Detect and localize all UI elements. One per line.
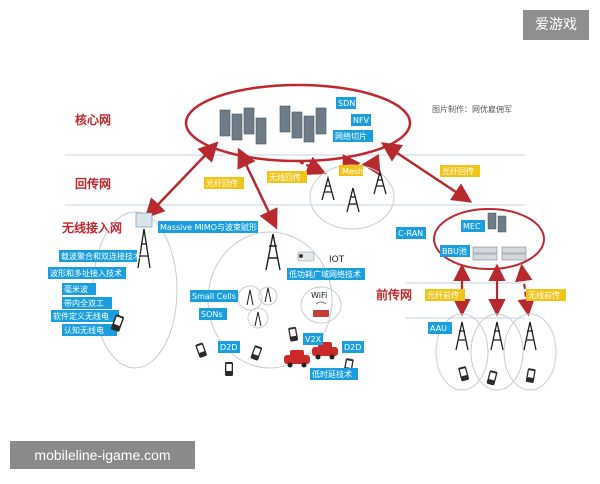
layer-backhaul: 回传网: [75, 176, 111, 191]
label-sons: SONs: [201, 310, 223, 319]
core-servers: [219, 105, 327, 145]
image-credit: 图片制作：网优雇佣军: [432, 104, 512, 114]
phone-icon: [486, 370, 498, 386]
iot-camera-icon: [297, 251, 315, 262]
tech-item: 载波聚合和双连接技术: [61, 251, 141, 261]
label-d2d-right: D2D: [344, 343, 361, 352]
tech-item: 波形和多址接入技术: [50, 268, 122, 278]
label-low-latency: 低时延技术: [312, 369, 352, 379]
brand-watermark: 爱游戏: [523, 10, 589, 40]
center-tower-icon: [265, 233, 281, 271]
link-fiber-backhaul-left: 光纤回传: [206, 178, 238, 188]
site-watermark: mobileline-igame.com: [10, 441, 195, 469]
wifi-zone: [300, 286, 342, 324]
tech-item: 毫米波: [64, 284, 88, 294]
massive-mimo-tower-icon: [137, 228, 151, 269]
aau-towers: [455, 321, 537, 351]
ran-left-ellipse: [92, 211, 178, 369]
small-cell-towers: [246, 287, 272, 327]
wifi-router-icon: [313, 301, 329, 317]
link-fiber-backhaul-right: 光纤回传: [442, 166, 474, 176]
label-iot: IOT: [329, 255, 345, 265]
link-wireless-fronthaul: 无线前传: [528, 290, 560, 300]
phone-icon: [525, 368, 536, 383]
core-network-ellipse: [184, 83, 412, 163]
tag-nfv: NFV: [353, 116, 370, 125]
mesh-towers: [321, 169, 387, 213]
label-v2x: V2X: [305, 335, 322, 344]
phone-icon: [250, 345, 263, 361]
fronthaul-arrows: [453, 263, 535, 317]
layer-fronthaul: 前传网: [376, 287, 412, 302]
layer-core: 核心网: [75, 112, 111, 127]
phone-icon: [225, 362, 233, 376]
massive-mimo-array-icon: [135, 212, 153, 228]
link-wireless-backhaul: 无线回传: [269, 172, 301, 182]
mec-servers: [487, 212, 507, 233]
car-icon: [284, 350, 310, 368]
tech-list: 载波聚合和双连接技术 波形和多址接入技术 毫米波 带内全双工 软件定义无线电 认…: [48, 250, 141, 336]
core-tags: SDN NFV 网络切片: [333, 97, 373, 142]
tag-slicing: 网络切片: [335, 131, 367, 141]
phone-icon: [195, 342, 207, 358]
tech-item: 带内全双工: [64, 298, 104, 308]
phone-left-icon: [110, 314, 125, 332]
label-mec: MEC: [463, 222, 481, 231]
aau-cells: [435, 313, 557, 391]
tech-item: 认知无线电: [64, 325, 104, 335]
label-bbu-pool: BBU池: [442, 246, 467, 256]
link-fiber-fronthaul: 光纤前传: [427, 290, 459, 300]
label-aau: AAU: [430, 324, 447, 333]
label-massive-mimo: Massive MIMO与波束赋形: [160, 222, 257, 232]
label-lpwan: 低功耗广域网络技术: [289, 269, 361, 279]
label-d2d-left: D2D: [220, 343, 237, 352]
tech-item: 软件定义无线电: [53, 311, 109, 321]
tag-sdn: SDN: [338, 99, 355, 108]
phone-icon: [288, 326, 299, 342]
layer-ran: 无线接入网: [61, 220, 122, 235]
small-cells: [237, 285, 278, 329]
label-cran: C-RAN: [398, 229, 423, 238]
phone-icon: [458, 366, 470, 382]
label-mesh: Mesh: [342, 167, 363, 176]
label-wifi: WiFi: [311, 291, 327, 300]
car-icon: [312, 342, 338, 360]
link-tags: 光纤回传 无线回传 光纤回传: [204, 165, 480, 189]
bbu-rack-icons: [472, 246, 527, 261]
backhaul-arrows: [144, 141, 473, 230]
label-small-cells: Small Cells: [192, 292, 236, 301]
